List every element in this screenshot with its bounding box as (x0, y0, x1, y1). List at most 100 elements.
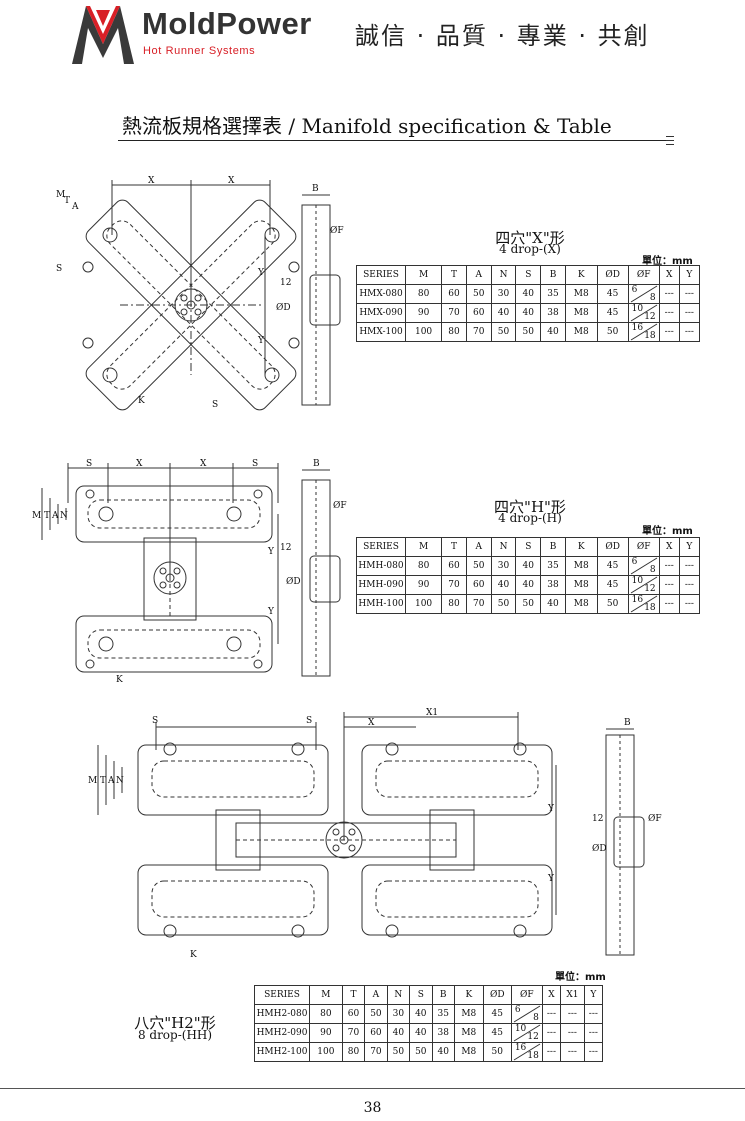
table-cell: 50 (364, 1004, 388, 1024)
table-cell: 40 (409, 1023, 433, 1043)
table-cell: --- (658, 594, 680, 614)
dim-x-h2: X (368, 718, 375, 728)
column-header: ØD (482, 985, 512, 1005)
table-cell: HMX-100 (356, 322, 406, 342)
table-cell: 30 (386, 1004, 411, 1024)
fraction-lower: 12 (644, 584, 656, 594)
title-dash-1 (666, 136, 674, 137)
column-header: A (465, 265, 492, 285)
table-cell: 70 (465, 322, 492, 342)
h-manifold-drawing: S X X S B ØF 12 Y Y ØD M T A N K (28, 458, 358, 688)
dim-y-top-h: Y (267, 547, 275, 557)
table-cell: 60 (341, 1004, 366, 1024)
dim-twelve: 12 (280, 278, 291, 288)
table-cell: 45 (482, 1023, 512, 1043)
column-header: SERIES (356, 265, 406, 285)
slogan: 誠信 · 品質 · 專業 · 共創 (355, 22, 650, 50)
column-header: A (465, 537, 492, 557)
column-header: N (490, 537, 517, 557)
h2-section-subtitle: 8 drop-(HH) (137, 1028, 213, 1042)
h-section-title: 四穴"H"形 (494, 498, 566, 516)
table-cell: 60 (465, 303, 492, 323)
table-cell: 70 (441, 575, 467, 595)
h2-manifold-drawing: S S X X1 B ØF 12 Y Y ØD M T A N K (86, 705, 666, 965)
table-cell: M8 (564, 284, 598, 304)
fraction-upper: 16 (514, 1043, 527, 1053)
dim-n-h: N (60, 511, 68, 521)
table-cell: 90 (309, 1023, 343, 1043)
dim-b: B (312, 184, 319, 194)
table-cell: 60 (441, 556, 467, 576)
table-cell: 80 (441, 322, 467, 342)
title-dash-2 (666, 140, 674, 141)
table-cell: 50 (482, 1042, 512, 1062)
fraction-upper: 6 (631, 557, 638, 567)
table-cell: 80 (341, 1042, 366, 1062)
fraction-lower: 12 (644, 312, 656, 322)
table-cell: 45 (482, 1004, 512, 1024)
page-title: 熱流板規格選擇表 / Manifold specification & Tabl… (122, 114, 612, 138)
column-header: T (341, 985, 366, 1005)
table-cell: --- (658, 284, 680, 304)
table-cell: 40 (490, 575, 517, 595)
table-cell: 50 (465, 556, 492, 576)
table-cell: 90 (404, 575, 443, 595)
table-cell: 40 (409, 1004, 433, 1024)
fraction-lower: 8 (533, 1013, 539, 1023)
table-cell: 35 (540, 556, 566, 576)
column-header: ØF (627, 537, 660, 557)
dim-m-h2: M (88, 776, 97, 786)
fraction-lower: 18 (527, 1051, 539, 1061)
column-header: ØD (596, 537, 629, 557)
table-cell: 80 (404, 556, 443, 576)
table-cell: 40 (515, 556, 542, 576)
dim-a-h: A (51, 511, 59, 521)
table-cell: 38 (540, 575, 566, 595)
fraction-upper: 10 (631, 304, 644, 314)
table-cell: 45 (596, 303, 629, 323)
dim-t-h: T (44, 511, 50, 521)
column-header: SERIES (356, 537, 406, 557)
column-header: T (441, 265, 467, 285)
table-cell: 40 (515, 284, 542, 304)
column-header: K (453, 985, 484, 1005)
table-cell: 50 (515, 322, 542, 342)
column-header: Y (583, 985, 604, 1005)
dim-x-2: X (200, 459, 207, 469)
dim-k-h: K (116, 675, 123, 685)
table-cell: 70 (441, 303, 467, 323)
table-cell: 70 (341, 1023, 366, 1043)
table-cell: --- (658, 303, 680, 323)
dim-od: ØD (276, 302, 291, 313)
table-cell: 45 (596, 284, 629, 304)
table-cell: 40 (515, 575, 542, 595)
table-cell: 50 (409, 1042, 433, 1062)
fraction-upper: 16 (631, 323, 644, 333)
dim-s-h2-2: S (306, 716, 312, 726)
dim-x-1: X (136, 459, 143, 469)
title-underline (118, 140, 666, 141)
table-cell: --- (541, 1004, 562, 1024)
footer-rule (0, 1088, 745, 1089)
column-header: X (541, 985, 562, 1005)
column-header: X (658, 265, 680, 285)
x-section-subtitle: 4 drop-(X) (499, 242, 561, 256)
moldpower-logo-icon (72, 6, 134, 64)
table-cell: 100 (404, 594, 443, 614)
table-cell: 35 (431, 1004, 455, 1024)
dim-of-h: ØF (333, 500, 347, 511)
